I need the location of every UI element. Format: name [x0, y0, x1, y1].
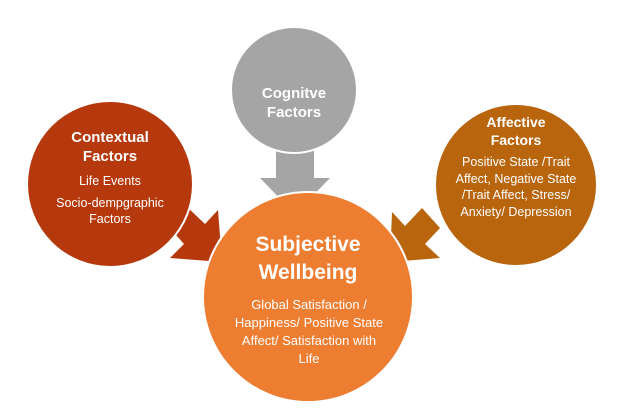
- contextual-title: Contextual Factors: [71, 129, 149, 165]
- arrow-affective: [390, 208, 440, 262]
- affective-items: Positive State /Trait Affect, Negative S…: [455, 155, 577, 219]
- contextual-item: Life Events: [79, 174, 141, 188]
- affective-title: Affective Factors: [486, 114, 546, 148]
- node-contextual: [26, 100, 194, 268]
- cognitive-title: Cognitve Factors: [261, 85, 327, 121]
- wellbeing-items: Global Satisfaction / Happiness/ Positiv…: [234, 297, 384, 366]
- node-affective: [434, 103, 598, 267]
- wellbeing-title: Subjective Wellbeing: [255, 233, 361, 284]
- node-wellbeing: [202, 191, 414, 403]
- contextual-item: Socio-dempgraphic Factors: [56, 196, 164, 226]
- node-cognitive: [230, 26, 358, 154]
- arrow-cognitive: [260, 150, 330, 214]
